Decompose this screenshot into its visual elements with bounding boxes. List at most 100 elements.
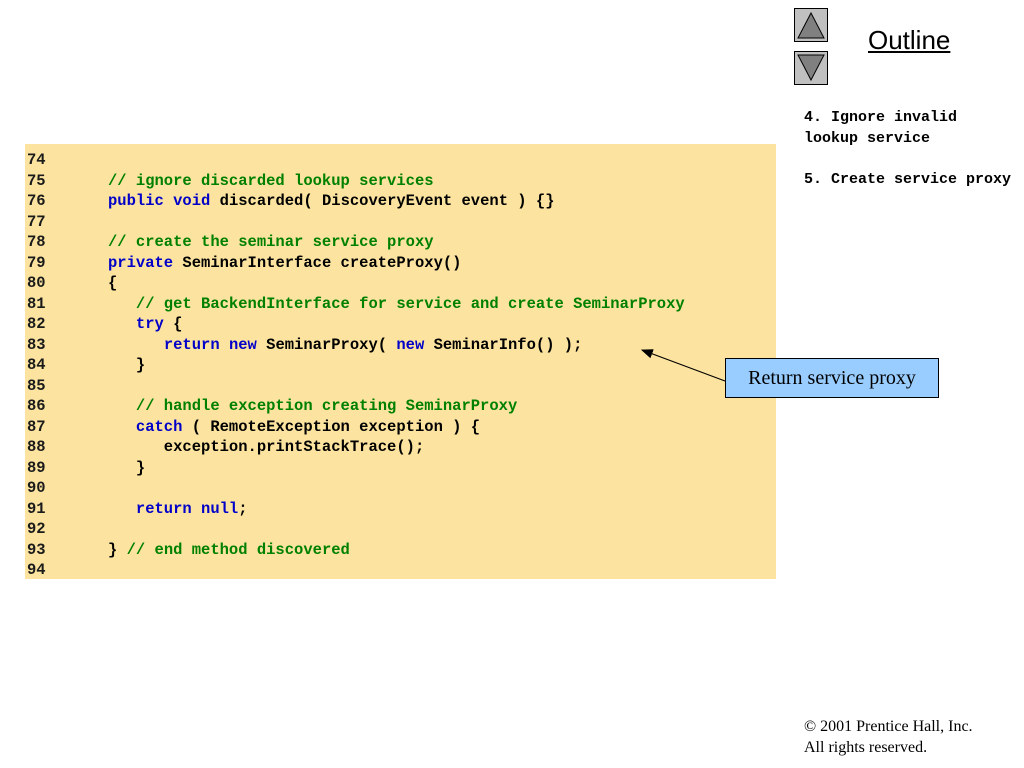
code-text: public void discarded( DiscoveryEvent ev… — [108, 191, 555, 212]
line-number: 94 — [27, 561, 46, 579]
code-token: SeminarProxy( — [256, 335, 397, 354]
code-line: 79 private SeminarInterface createProxy() — [25, 253, 776, 274]
code-line: 80 { — [25, 273, 776, 294]
code-comment: // ignore discarded lookup services — [108, 171, 434, 190]
code-token — [108, 418, 136, 436]
line-number: 75 — [27, 171, 46, 190]
code-token: } — [108, 356, 146, 374]
line-number: 79 — [27, 253, 46, 272]
triangle-up-icon — [797, 11, 825, 39]
code-token: SeminarInfo() ); — [424, 335, 583, 354]
line-number: 82 — [27, 315, 46, 333]
code-text: { — [108, 273, 117, 294]
outline-link[interactable]: Outline — [868, 25, 951, 55]
code-line: 77 — [25, 212, 776, 233]
code-line: 86 // handle exception creating SeminarP… — [25, 396, 776, 417]
line-number: 91 — [27, 499, 46, 518]
code-line: 74 — [25, 150, 776, 171]
code-token — [108, 336, 164, 354]
code-text: exception.printStackTrace(); — [108, 437, 424, 458]
side-note: 4. Ignore invalid lookup service — [804, 109, 958, 147]
code-line: 84 } — [25, 355, 776, 376]
code-token — [108, 500, 136, 518]
line-number: 93 — [27, 540, 46, 559]
code-text: } // end method discovered — [108, 540, 350, 561]
line-number: 78 — [27, 233, 46, 251]
callout-label: Return service proxy — [725, 358, 939, 398]
code-token: discarded( DiscoveryEvent event ) {} — [210, 192, 555, 210]
code-line: 82 try { — [25, 314, 776, 335]
code-line: 81 // get BackendInterface for service a… — [25, 294, 776, 315]
code-keyword: void — [173, 192, 211, 210]
code-text: return new SeminarProxy( new SeminarInfo… — [108, 335, 583, 356]
side-notes: 4. Ignore invalid lookup service 5. Crea… — [804, 108, 1014, 211]
code-line: 93} // end method discovered — [25, 540, 776, 561]
code-text: } — [108, 458, 145, 479]
code-keyword: return — [163, 335, 220, 354]
line-number: 90 — [27, 479, 46, 497]
code-text: // ignore discarded lookup services — [108, 171, 434, 192]
line-number: 85 — [27, 376, 46, 395]
code-token: ; — [238, 499, 248, 518]
line-number: 88 — [27, 438, 46, 456]
code-token — [164, 192, 173, 210]
code-text: try { — [108, 314, 183, 335]
code-keyword: try — [135, 315, 164, 333]
code-keyword: private — [108, 253, 174, 272]
code-line: 75 // ignore discarded lookup services — [25, 171, 776, 192]
code-token — [192, 500, 201, 518]
code-keyword: new — [228, 335, 257, 354]
code-line: 94 — [25, 560, 776, 581]
line-number: 84 — [27, 356, 46, 374]
code-text: // create the seminar service proxy — [108, 232, 434, 253]
code-comment: // create the seminar service proxy — [108, 233, 434, 251]
rights-text: All rights reserved. — [804, 739, 928, 756]
side-note: 5. Create service proxy — [804, 170, 1012, 188]
line-number: 87 — [27, 417, 46, 436]
code-line: 88 exception.printStackTrace(); — [25, 437, 776, 458]
code-keyword: new — [396, 335, 425, 354]
code-token: { — [108, 274, 118, 292]
code-token — [108, 295, 136, 313]
code-line: 85 — [25, 376, 776, 397]
next-slide-button[interactable] — [794, 51, 828, 85]
code-token: } — [108, 540, 127, 559]
line-number: 74 — [27, 151, 46, 169]
code-comment: // get BackendInterface for service and … — [135, 294, 685, 313]
previous-slide-button[interactable] — [794, 8, 828, 42]
line-number: 86 — [27, 397, 46, 415]
code-line: 90 — [25, 478, 776, 499]
line-number: 92 — [27, 520, 46, 538]
copyright-footer: © 2001 Prentice Hall, Inc. All rights re… — [804, 716, 973, 758]
code-comment: // end method discovered — [126, 540, 350, 559]
line-number: 77 — [27, 212, 46, 231]
code-comment: // handle exception creating SeminarProx… — [135, 397, 518, 415]
triangle-down-icon — [797, 54, 825, 82]
code-text: catch ( RemoteException exception ) { — [108, 417, 480, 438]
code-line: 76 public void discarded( DiscoveryEvent … — [25, 191, 776, 212]
code-text: // get BackendInterface for service and … — [108, 294, 685, 315]
code-keyword: catch — [135, 417, 183, 436]
code-text: private SeminarInterface createProxy() — [108, 253, 461, 274]
code-line: 89 } — [25, 458, 776, 479]
code-text: } — [108, 355, 145, 376]
copyright-text: © 2001 Prentice Hall, Inc. — [804, 718, 973, 735]
line-number: 83 — [27, 335, 46, 354]
code-token: SeminarInterface createProxy() — [173, 253, 462, 272]
code-line: 91 return null; — [25, 499, 776, 520]
line-number: 89 — [27, 458, 46, 477]
code-token — [220, 336, 229, 354]
line-number: 80 — [27, 274, 46, 292]
code-line: 83 return new SeminarProxy( new SeminarI… — [25, 335, 776, 356]
code-line: 87 catch ( RemoteException exception ) { — [25, 417, 776, 438]
code-token — [108, 397, 136, 415]
line-number: 76 — [27, 192, 46, 210]
code-text: return null; — [108, 499, 248, 520]
code-line: 92 — [25, 519, 776, 540]
code-token — [108, 315, 136, 333]
line-number: 81 — [27, 294, 46, 313]
code-token: exception.printStackTrace(); — [108, 438, 425, 456]
code-line: 78 // create the seminar service proxy — [25, 232, 776, 253]
code-keyword: null — [201, 499, 239, 518]
